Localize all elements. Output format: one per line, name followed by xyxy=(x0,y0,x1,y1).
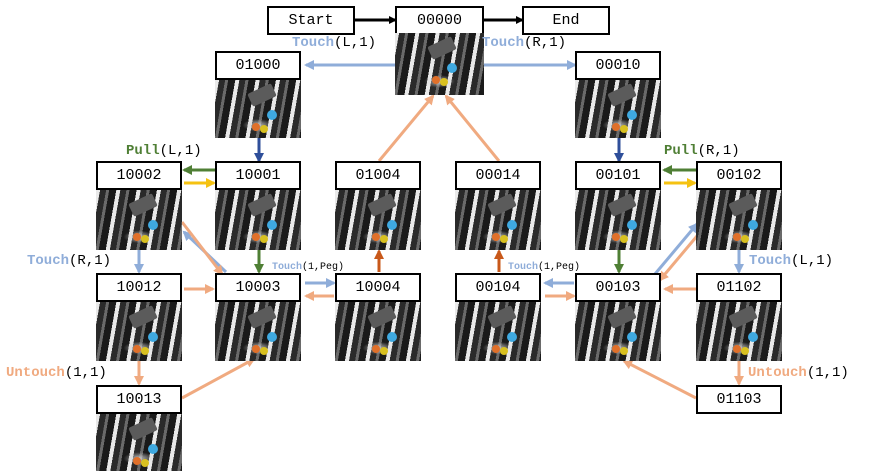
node-01102: 01102 xyxy=(696,273,782,302)
label-args: (L,1) xyxy=(334,35,377,51)
robot-image-01102 xyxy=(696,302,782,361)
label-args: (1,1) xyxy=(64,365,107,381)
edge-10013-10003 xyxy=(181,357,256,400)
node-00102: 00102 xyxy=(696,161,782,190)
node-01004: 01004 xyxy=(335,161,421,190)
robot-image-10001 xyxy=(215,190,301,250)
robot-image-00000 xyxy=(395,33,484,95)
label-args: (R,1) xyxy=(524,35,567,51)
node-00104: 00104 xyxy=(455,273,541,302)
robot-image-01000 xyxy=(215,80,301,138)
robot-image-00010 xyxy=(575,80,661,138)
label-pull-r1: Pull(R,1) xyxy=(664,143,740,159)
label-args: (1,Peg) xyxy=(302,262,345,273)
node-10004: 10004 xyxy=(335,273,421,302)
label-args: (R,1) xyxy=(69,253,112,269)
robot-image-10012 xyxy=(96,302,182,361)
node-00014: 00014 xyxy=(455,161,541,190)
label-touch-r1-left: Touch(R,1) xyxy=(27,253,111,269)
label-keyword: Untouch xyxy=(748,365,807,381)
node-10001: 10001 xyxy=(215,161,301,190)
edge-00014-root xyxy=(444,94,501,162)
label-untouch-left: Untouch(1,1) xyxy=(6,365,107,381)
edge-00102-00103 xyxy=(658,235,699,282)
edge-01004-root xyxy=(377,94,435,162)
label-args: (1,Peg) xyxy=(538,262,581,273)
node-10002: 10002 xyxy=(96,161,182,190)
node-00101: 00101 xyxy=(575,161,661,190)
robot-image-00014 xyxy=(455,190,541,250)
node-10013: 10013 xyxy=(96,385,182,414)
robot-image-00104 xyxy=(455,302,541,361)
label-keyword: Touch xyxy=(292,35,335,51)
node-00010: 00010 xyxy=(575,51,661,80)
node-10003: 10003 xyxy=(215,273,301,302)
node-start: Start xyxy=(267,6,355,35)
label-args: (L,1) xyxy=(159,143,202,159)
label-args: (1,1) xyxy=(806,365,849,381)
node-01000: 01000 xyxy=(215,51,301,80)
label-touch-l1-right: Touch(L,1) xyxy=(749,253,833,269)
robot-image-00101 xyxy=(575,190,661,250)
label-keyword: Touch xyxy=(749,253,792,269)
label-untouch-right: Untouch(1,1) xyxy=(748,365,849,381)
label-touch-peg-right: Touch(1,Peg) xyxy=(508,260,580,276)
label-keyword: Pull xyxy=(664,143,698,159)
label-touch-peg-left: Touch(1,Peg) xyxy=(272,260,344,276)
label-touch-l1: Touch(L,1) xyxy=(292,35,376,51)
robot-image-10003 xyxy=(215,302,301,361)
robot-image-00102 xyxy=(696,190,782,250)
edge-01103-00103 xyxy=(622,359,697,400)
label-keyword: Untouch xyxy=(6,365,65,381)
node-00000: 00000 xyxy=(395,6,484,35)
label-keyword: Touch xyxy=(482,35,525,51)
node-end: End xyxy=(522,6,610,35)
node-10012: 10012 xyxy=(96,273,182,302)
edge-10002-10003 xyxy=(180,221,224,276)
label-args: (R,1) xyxy=(697,143,740,159)
robot-image-01004 xyxy=(335,190,421,250)
label-keyword: Touch xyxy=(27,253,70,269)
label-keyword: Pull xyxy=(126,143,160,159)
robot-image-10004 xyxy=(335,302,421,361)
label-keyword: Touch xyxy=(508,262,539,273)
edge-00103-00102 xyxy=(653,222,699,275)
robot-image-10013 xyxy=(96,414,182,471)
robot-image-10002 xyxy=(96,190,182,250)
label-keyword: Touch xyxy=(272,262,303,273)
label-args: (L,1) xyxy=(791,253,834,269)
label-touch-r1: Touch(R,1) xyxy=(482,35,566,51)
node-00103: 00103 xyxy=(575,273,661,302)
robot-image-00103 xyxy=(575,302,661,361)
label-pull-l1: Pull(L,1) xyxy=(126,143,202,159)
node-01103: 01103 xyxy=(696,385,782,414)
